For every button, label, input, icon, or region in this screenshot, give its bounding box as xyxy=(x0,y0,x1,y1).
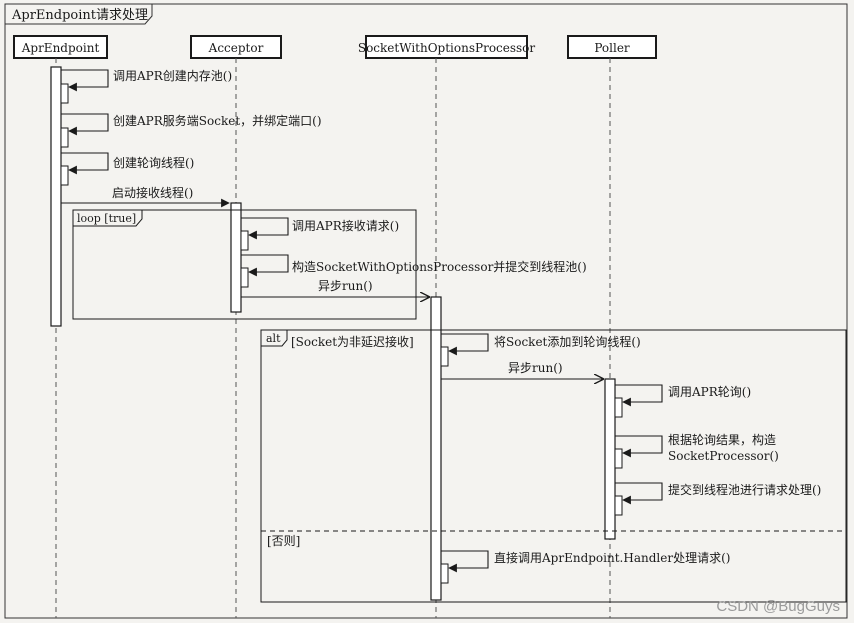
self-call-m8 xyxy=(441,333,489,356)
message-labels: 调用APR创建内存池() 创建APR服务端Socket，并绑定端口() 创建轮询… xyxy=(112,69,821,565)
msg-m1: 调用APR创建内存池() xyxy=(113,69,232,83)
self-call-m13 xyxy=(441,550,489,573)
msg-m3: 创建轮询线程() xyxy=(113,155,194,170)
alt-label: alt xyxy=(266,332,281,345)
lifeline-swop-label: SocketWithOptionsProcessor xyxy=(358,41,536,55)
self-call-m6 xyxy=(241,254,289,277)
self-call-arrows xyxy=(61,69,663,573)
lifeline-socket-with-options-processor: SocketWithOptionsProcessor xyxy=(358,35,536,59)
self-call-m12 xyxy=(615,482,663,505)
msg-m11a: 根据轮询结果，构造 xyxy=(668,432,776,447)
self-call-m1 xyxy=(61,69,109,92)
msg-m13: 直接调用AprEndpoint.Handler处理请求() xyxy=(494,550,730,565)
msg-m12: 提交到线程池进行请求处理() xyxy=(668,482,821,497)
lifeline-acceptor: Acceptor xyxy=(190,35,282,59)
lifeline-apr-endpoint-label: AprEndpoint xyxy=(21,41,100,55)
self-call-notches xyxy=(60,83,623,584)
diagram-frame xyxy=(4,3,848,619)
msg-m8: 将Socket添加到轮询线程() xyxy=(494,334,641,349)
watermark: CSDN @BugGuys xyxy=(716,598,840,615)
activation-poller xyxy=(604,378,616,540)
lifeline-acceptor-label: Acceptor xyxy=(208,41,264,55)
alt-guard: [Socket为非延迟接收] xyxy=(291,334,414,349)
lifeline-apr-endpoint: AprEndpoint xyxy=(13,35,108,59)
else-guard: [否则] xyxy=(267,534,300,548)
msg-m5: 调用APR接收请求() xyxy=(292,218,399,233)
self-call-m11 xyxy=(615,435,663,458)
frame-title-tab xyxy=(5,4,153,25)
self-call-m10 xyxy=(615,384,663,407)
msg-m6: 构造SocketWithOptionsProcessor并提交到线程池() xyxy=(292,259,587,274)
msg-m7: 异步run() xyxy=(318,279,373,293)
activation-bars xyxy=(50,66,616,601)
msg-m4: 启动接收线程() xyxy=(112,185,193,200)
frame-title: AprEndpoint请求处理 xyxy=(11,8,148,23)
lifeline-poller: Poller xyxy=(567,35,657,59)
message-arrows xyxy=(61,198,603,379)
msg-m9: 异步run() xyxy=(508,361,563,375)
lifeline-poller-label: Poller xyxy=(594,41,630,55)
self-call-m3 xyxy=(61,152,109,175)
activation-apr-endpoint xyxy=(50,66,62,327)
self-call-m2 xyxy=(61,113,109,136)
msg-m2: 创建APR服务端Socket，并绑定端口() xyxy=(113,113,322,128)
msg-m10: 调用APR轮询() xyxy=(668,385,751,399)
alt-fragment: alt [Socket为非延迟接收] [否则] xyxy=(260,329,847,603)
activation-swop xyxy=(430,296,442,601)
msg-m11b: SocketProcessor() xyxy=(668,449,779,463)
loop-fragment: loop [true] xyxy=(72,209,417,320)
self-call-m5 xyxy=(241,217,289,240)
loop-label: loop [true] xyxy=(77,212,136,225)
activation-acceptor xyxy=(230,202,242,313)
